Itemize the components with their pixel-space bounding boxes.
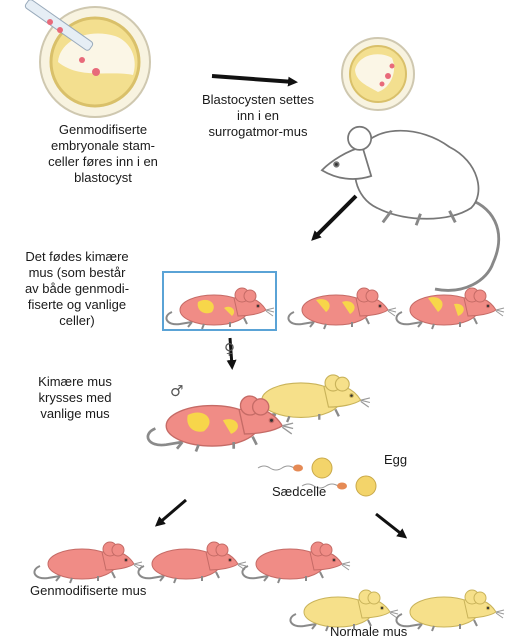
chimeric-mouse-2 <box>288 288 396 329</box>
egg-label: Egg <box>384 452 407 468</box>
step1-label: Genmodifiserte embryonale stam- celler f… <box>28 122 178 186</box>
blastocyst-illustration <box>342 38 414 110</box>
chimeric-mouse-1 <box>166 288 274 329</box>
step3-line3: av både genmodi- <box>2 281 152 297</box>
gm-mouse-1 <box>34 542 142 583</box>
sperm-cell-icon <box>258 465 303 472</box>
step1-line3: celler føres inn i en <box>28 154 178 170</box>
step2-line1: Blastocysten settes <box>188 92 328 108</box>
step3-line2: mus (som består <box>2 265 152 281</box>
step1-line1: Genmodifiserte <box>28 122 178 138</box>
surrogate-mother-mouse <box>322 127 499 291</box>
chimeric-mouse-3 <box>396 288 504 329</box>
step1-line4: blastocyst <box>28 170 178 186</box>
arrow-to-gm-mice <box>158 500 186 524</box>
egg-icon <box>312 458 332 478</box>
step2-line2: inn i en <box>188 108 328 124</box>
arrow-down-left <box>314 196 356 238</box>
step3-line1: Det fødes kimære <box>2 249 152 265</box>
step3-line4: fiserte og vanlige <box>2 297 152 313</box>
step4-line3: vanlige mus <box>10 406 140 422</box>
egg-right-icon <box>356 476 376 496</box>
normal-mice-label: Normale mus <box>330 624 407 640</box>
step3-label: Det fødes kimære mus (som består av både… <box>2 249 152 329</box>
step4-line2: krysses med <box>10 390 140 406</box>
arrow-right <box>212 76 294 82</box>
male-symbol: ♂ <box>170 382 183 400</box>
sperm-label: Sædcelle <box>272 484 326 500</box>
normal-mouse-2 <box>396 590 504 631</box>
step4-label: Kimære mus krysses med vanlige mus <box>10 374 140 422</box>
gm-mouse-3 <box>242 542 350 583</box>
gm-mice-label: Genmodifiserte mus <box>30 583 146 599</box>
step2-line3: surrogatmor-mus <box>188 124 328 140</box>
step1-line2: embryonale stam- <box>28 138 178 154</box>
female-symbol: ♀ <box>224 340 235 358</box>
step3-line5: celler) <box>2 313 152 329</box>
arrow-to-normal-mice <box>376 514 404 536</box>
blastocyst-injection-illustration <box>24 0 150 117</box>
step2-label: Blastocysten settes inn i en surrogatmor… <box>188 92 328 140</box>
step4-line1: Kimære mus <box>10 374 140 390</box>
gm-mouse-2 <box>138 542 246 583</box>
